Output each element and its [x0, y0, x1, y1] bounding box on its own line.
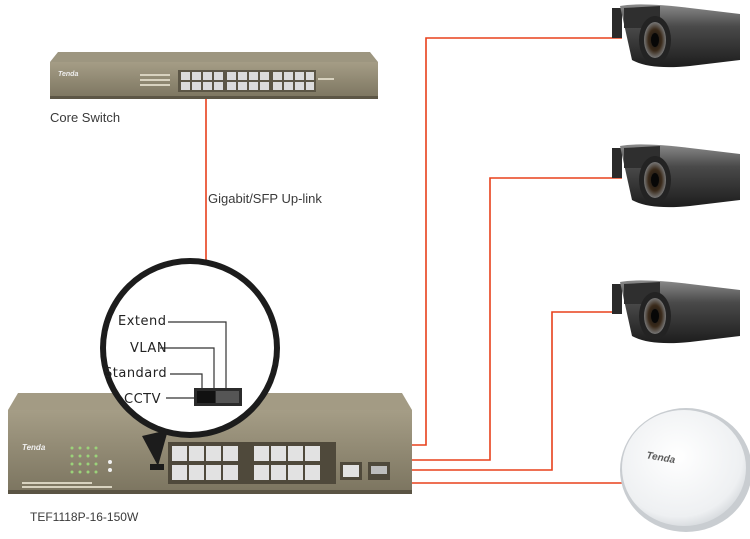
poe-switch: Tenda	[8, 393, 412, 494]
camera-cable-3	[410, 311, 622, 471]
uplink-label: Gigabit/SFP Up-link	[208, 191, 322, 206]
core-switch-logo: Tenda	[58, 71, 78, 78]
mode-cctv-label: CCTV	[124, 392, 161, 407]
bullet-camera-icon	[612, 4, 740, 68]
mode-extend-label: Extend	[118, 314, 167, 329]
camera-cable-1	[410, 37, 622, 446]
mode-vlan-label: VLAN	[130, 341, 168, 356]
core-switch-label: Core Switch	[50, 110, 121, 125]
camera-cable-2	[410, 177, 622, 461]
mode-standard-label: Standard	[104, 366, 168, 381]
model-label: TEF1118P-16-150W	[30, 510, 139, 524]
status-leds	[70, 446, 98, 474]
ceiling-access-point-icon: Tenda	[620, 408, 750, 532]
bullet-camera-icon	[612, 144, 740, 208]
mode-switch-zoom	[100, 258, 280, 466]
bullet-camera-icon	[612, 280, 740, 344]
core-switch-ports	[178, 70, 316, 92]
poe-switch-logo: Tenda	[22, 443, 46, 452]
core-switch: Tenda	[50, 52, 378, 99]
poe-switch-ports	[168, 442, 390, 484]
access-point-logo: Tenda	[645, 450, 676, 466]
